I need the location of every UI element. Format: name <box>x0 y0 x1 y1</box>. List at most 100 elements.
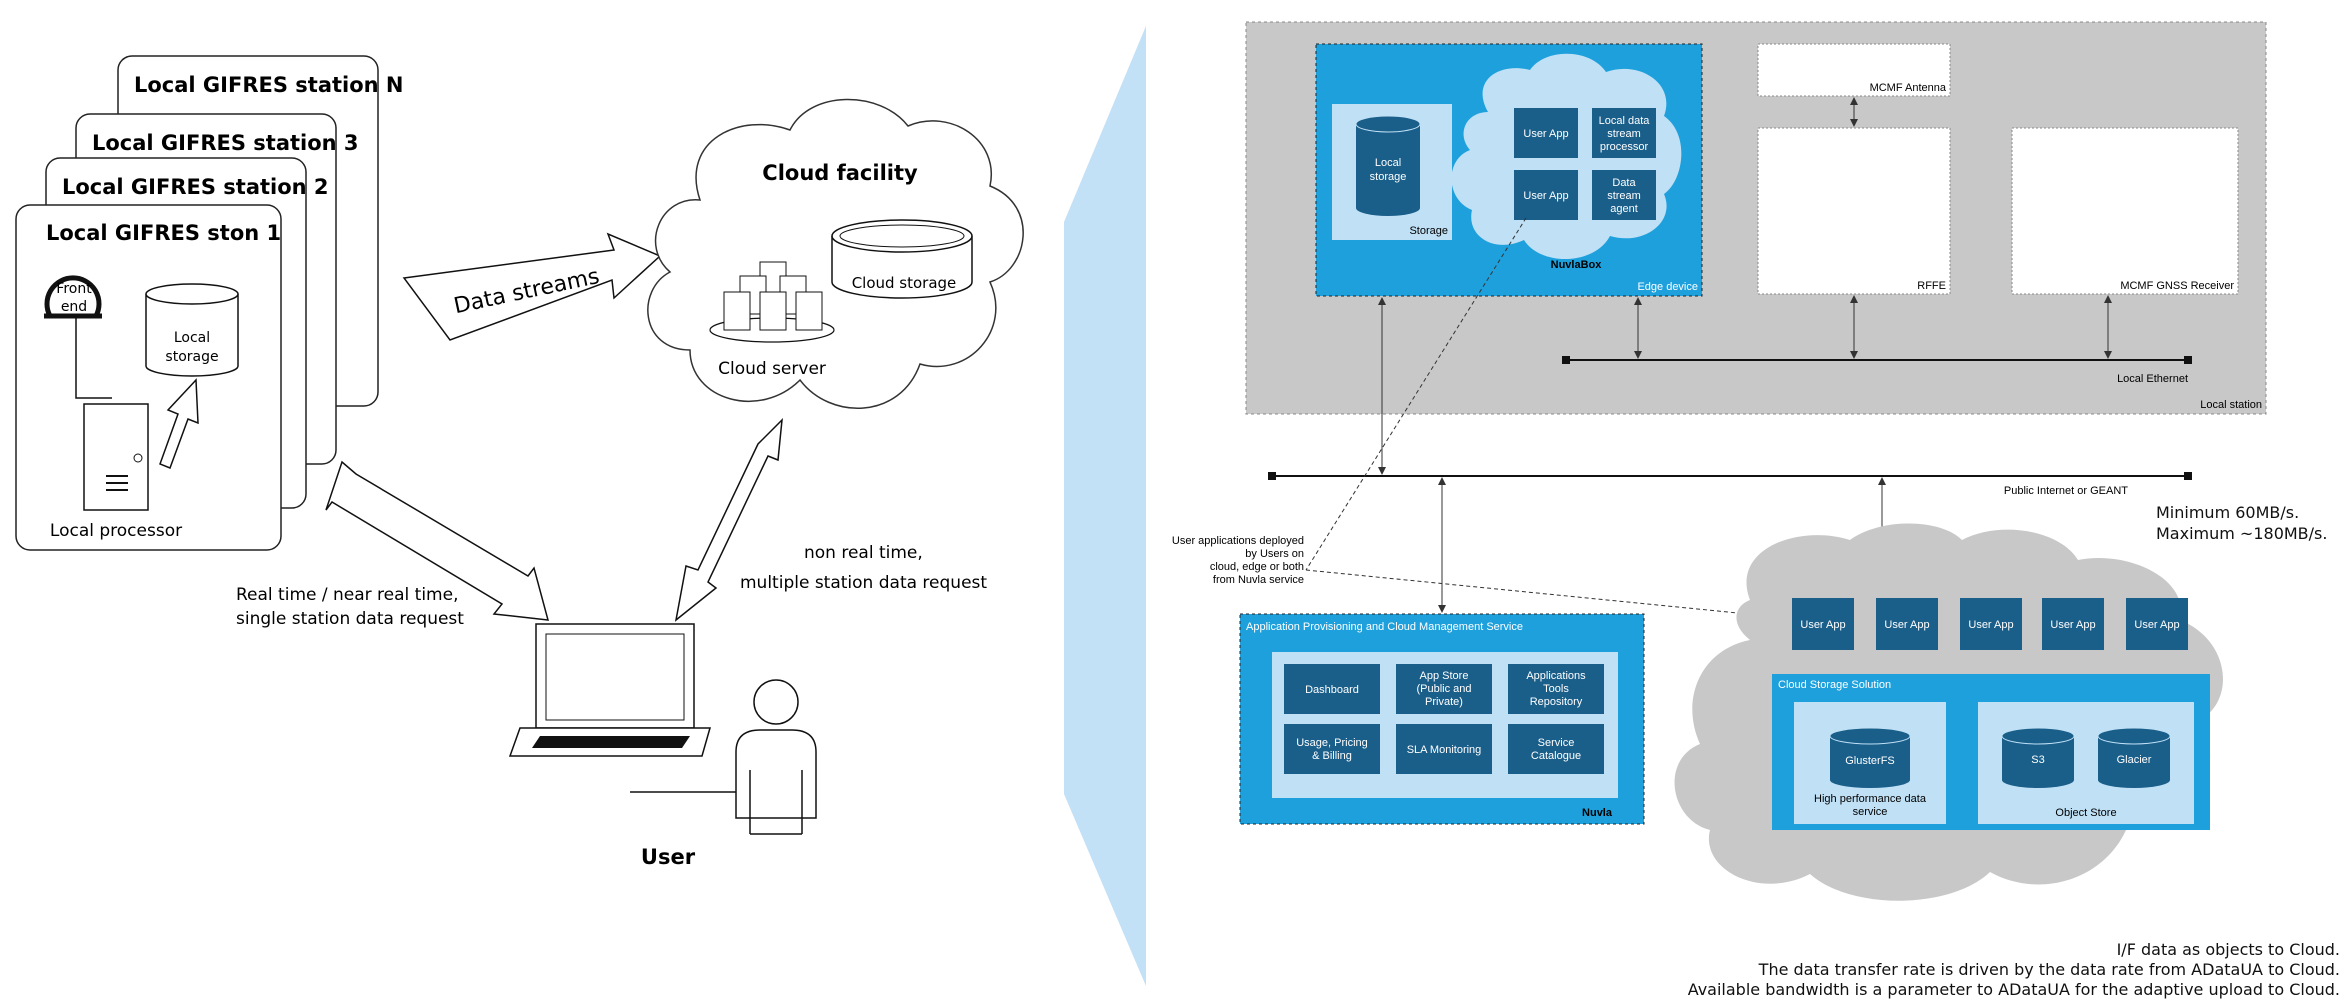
deploy-note-4: from Nuvla service <box>1213 574 1304 586</box>
local-ethernet-label: Local Ethernet <box>2117 373 2188 385</box>
mcmf-antenna-box: MCMF Antenna <box>1757 43 1951 97</box>
local-ethernet-bus: Local Ethernet <box>1562 295 2192 385</box>
notes: I/F data as objects to Cloud. The data t… <box>1688 940 2340 1000</box>
note-1: I/F data as objects to Cloud. <box>2116 940 2340 959</box>
cloud-user-app-4: User App <box>2050 619 2095 631</box>
local-storage-label-2: storage <box>165 349 218 365</box>
local-storage-icon: Local storage <box>145 283 239 377</box>
note-3: Available bandwidth is a parameter to AD… <box>1687 980 2340 999</box>
processor-to-storage-arrow <box>159 378 199 469</box>
realtime-request-1: Real time / near real time, <box>236 585 458 605</box>
processor-icon <box>83 403 149 511</box>
deploy-note-3: cloud, edge or both <box>1210 561 1304 573</box>
mcmf-antenna-label: MCMF Antenna <box>1870 82 1947 94</box>
bandwidth-min: Minimum 60MB/s. <box>2156 503 2300 522</box>
cloud-storage-icon: Cloud storage <box>831 219 973 299</box>
gnss-receiver-label: MCMF GNSS Receiver <box>2120 280 2234 292</box>
front-end-label-1: Front <box>56 281 92 297</box>
deploy-note-2: by Users on <box>1245 548 1304 560</box>
zoom-trapezoid <box>1064 26 1146 986</box>
catalogue-1: Service <box>1538 737 1575 749</box>
usage-1: Usage, Pricing <box>1296 737 1368 749</box>
nuvla-service: Application Provisioning and Cloud Manag… <box>1239 613 1645 825</box>
user-app-nb-1: User App <box>1523 128 1568 140</box>
sla-label: SLA Monitoring <box>1407 744 1482 756</box>
apps-tools-3: Repository <box>1530 696 1583 708</box>
dsa-label-2: stream <box>1607 190 1641 202</box>
station-1-label: Local GIFRES ston 1 <box>46 221 281 245</box>
cloud-user-app-3: User App <box>1968 619 2013 631</box>
storage-cyl-label-1: Local <box>1375 157 1401 169</box>
local-processor-label: Local processor <box>50 521 182 541</box>
nuviabox-cloud: NuvlaBox User App User App Local data st… <box>1451 53 1682 271</box>
apps-tools-box <box>1508 664 1604 714</box>
front-end-label-2: end <box>61 299 87 315</box>
app-store-3: Private) <box>1425 696 1463 708</box>
user-app-nb-2: User App <box>1523 190 1568 202</box>
glusterfs-cylinder-icon: GlusterFS <box>1829 727 1911 788</box>
ldsp-label-1: Local data <box>1599 115 1651 127</box>
apps-tools-2: Tools <box>1543 683 1569 695</box>
station-2-label: Local GIFRES station 2 <box>62 175 329 199</box>
nuvla-label: Nuvla <box>1582 807 1613 819</box>
cloud-facility: Cloud facility Cloud storage Cloud serve… <box>647 98 1024 409</box>
laptop-icon <box>508 623 746 793</box>
s3-cylinder-icon: S3 <box>2001 727 2075 788</box>
dsa-label-3: agent <box>1610 203 1638 215</box>
cloud-user-app-1: User App <box>1800 619 1845 631</box>
station-n-label: Local GIFRES station N <box>134 73 404 97</box>
usage-2: & Billing <box>1312 750 1352 762</box>
data-streams-arrow: Data streams <box>402 232 662 341</box>
high-perf-1: High performance data <box>1814 793 1927 805</box>
sla-box <box>1396 724 1492 774</box>
local-storage-label-1: Local <box>174 330 210 346</box>
cloud-user-app-2: User App <box>1884 619 1929 631</box>
bandwidth-max: Maximum ~180MB/s. <box>2156 524 2328 543</box>
catalogue-box <box>1508 724 1604 774</box>
edge-device-label: Edge device <box>1637 281 1698 293</box>
deploy-line-edge <box>1305 217 1527 571</box>
rffe-label: RFFE <box>1917 280 1946 292</box>
cloud-storage-label: Cloud storage <box>852 274 957 292</box>
cloud-storage-solution-label: Cloud Storage Solution <box>1778 679 1891 691</box>
local-storage-cylinder-icon: Local storage <box>1355 115 1421 216</box>
user-label: User <box>641 845 696 869</box>
station-3-label: Local GIFRES station 3 <box>92 131 359 155</box>
bandwidth-note: Minimum 60MB/s. Maximum ~180MB/s. <box>2156 502 2327 544</box>
ldsp-label-3: processor <box>1600 141 1649 153</box>
deploy-note: User applications deployed by Users on c… <box>1172 535 1304 586</box>
note-2: The data transfer rate is driven by the … <box>1758 960 2340 979</box>
local-station-label: Local station <box>2200 399 2262 411</box>
dashboard-box <box>1284 664 1380 714</box>
rffe-box: RFFE <box>1757 127 1951 295</box>
dashboard-label: Dashboard <box>1305 684 1359 696</box>
glacier-cylinder-icon: Glacier <box>2097 727 2171 788</box>
app-service-title: Application Provisioning and Cloud Manag… <box>1246 621 1523 633</box>
glacier-label: Glacier <box>2117 754 2152 766</box>
realtime-request-2: single station data request <box>236 609 464 629</box>
deploy-line-cloud <box>1305 569 1789 619</box>
object-store-label: Object Store <box>2055 807 2116 819</box>
cloud-user-app-5: User App <box>2134 619 2179 631</box>
antenna-icon: Front end <box>44 275 112 399</box>
apps-tools-1: Applications <box>1526 670 1586 682</box>
cloud-facility-label: Cloud facility <box>762 161 918 185</box>
cloud-user-arrow <box>674 417 783 622</box>
nuviabox-label: NuvlaBox <box>1551 259 1603 271</box>
cloud-server-label: Cloud server <box>718 359 826 379</box>
storage-cyl-label-2: storage <box>1370 171 1407 183</box>
gnss-receiver-box: MCMF GNSS Receiver <box>2011 127 2239 295</box>
server-cluster-icon: Cloud server <box>709 261 835 379</box>
catalogue-2: Catalogue <box>1531 750 1581 762</box>
station-user-arrow <box>325 460 550 621</box>
storage-label: Storage <box>1409 225 1448 237</box>
public-internet-label: Public Internet or GEANT <box>2004 485 2128 497</box>
usage-box <box>1284 724 1380 774</box>
user-icon <box>735 679 817 835</box>
station-card-1: Local GIFRES ston 1 Front end Local stor… <box>15 204 282 551</box>
s3-label: S3 <box>2031 754 2044 766</box>
edge-device: Edge device Storage Local storage NuvlaB… <box>1315 43 1703 297</box>
cloud-storage-cloud: User App User App User App User App User… <box>1674 523 2223 901</box>
high-perf-2: service <box>1853 806 1888 818</box>
nonrealtime-request-2: multiple station data request <box>740 573 987 593</box>
